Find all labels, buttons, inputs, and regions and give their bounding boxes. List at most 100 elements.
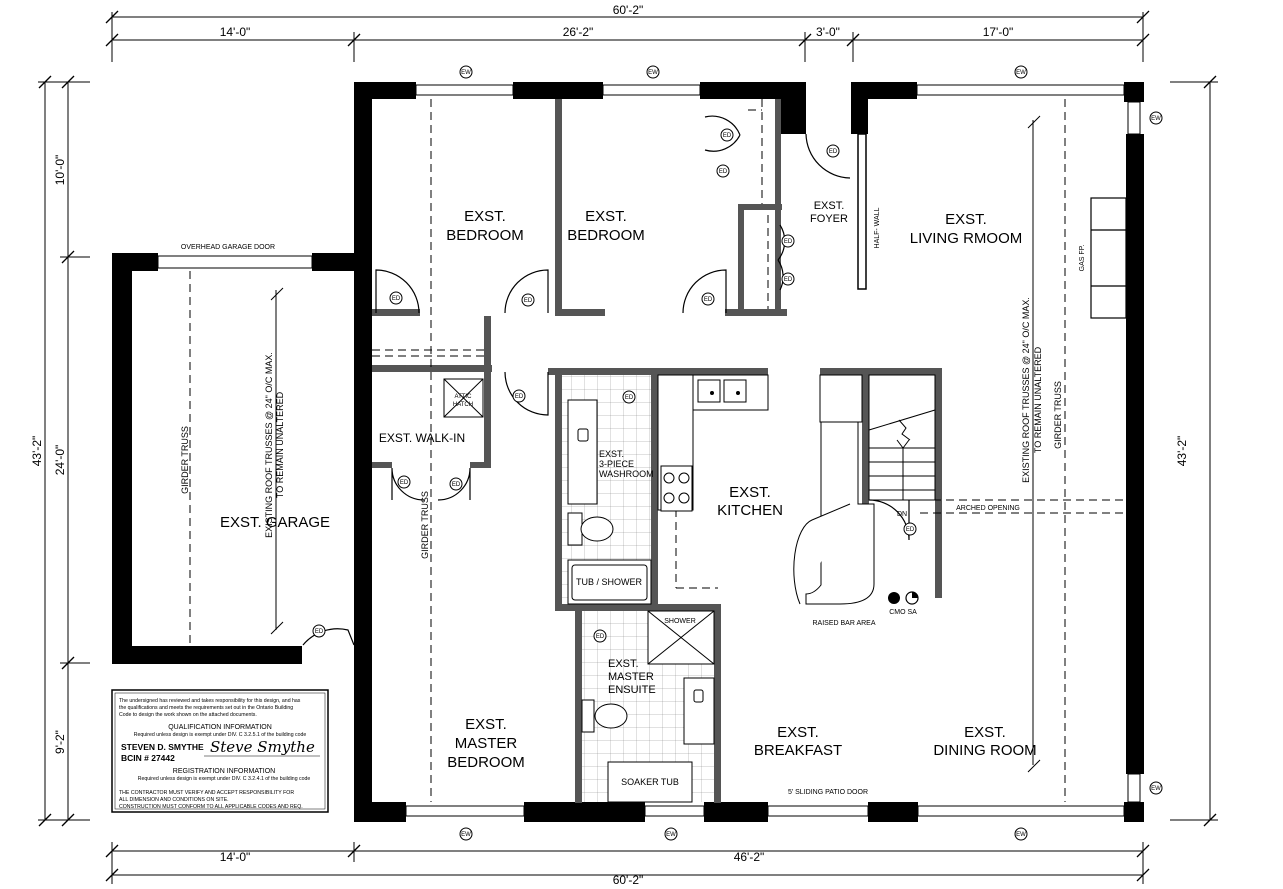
truss-lines [270, 115, 1041, 773]
card-intro-1: The undersigned has reviewed and takes r… [119, 698, 301, 704]
ew-tag-8: EW [1016, 832, 1026, 838]
arched-opening-label: ARCHED OPENING [956, 505, 1020, 512]
ed-tag-9: ED [515, 394, 524, 400]
breakfast-line1: EXST. [777, 724, 819, 741]
ed-tag-11: ED [452, 482, 461, 488]
dimension-ticks [38, 10, 1217, 882]
ed-tag-12: ED [625, 395, 634, 401]
card-reg-text: Required unless design is exempt under D… [138, 776, 311, 782]
ed-tag-7: ED [784, 277, 793, 283]
smoke-detectors [888, 591, 919, 605]
ed-tag-text: ED ED ED ED ED ED ED ED ED ED ED ED ED E… [315, 133, 915, 640]
ew-tag-7: EW [666, 832, 676, 838]
dn-label: DN [897, 511, 907, 518]
garage-label: EXST. GARAGE [220, 514, 330, 531]
card-name: STEVEN D. SMYTHE [121, 742, 204, 752]
hall-girder-label: GIRDER TRUSS [420, 491, 430, 559]
ed-tag-4: ED [723, 133, 732, 139]
annotation-labels: OVERHEAD GARAGE DOOR GIRDER TRUSS EXISTI… [180, 207, 1086, 796]
gas-fp-label: GAS FP. [1079, 245, 1086, 272]
foyer-line1: EXST. [814, 200, 845, 212]
kitchen-line2: KITCHEN [717, 502, 783, 519]
card-signature: Steve Smythe [210, 738, 315, 756]
garage-truss-line2: TO REMAIN UNALTERED [275, 391, 285, 498]
card-qual-text: Required unless design is exempt under D… [134, 732, 307, 738]
breakfast-line2: BREAKFAST [754, 742, 842, 759]
washroom-fixtures [567, 399, 715, 803]
overhead-door-label: OVERHEAD GARAGE DOOR [181, 244, 275, 251]
card-footer-2: ALL DIMENSION AND CONDITIONS ON SITE. [119, 797, 229, 803]
dimension-lines [38, 12, 1218, 884]
dim-left-total: 43'-2" [30, 436, 44, 467]
dining-line2: DINING ROOM [933, 742, 1036, 759]
attic-hatch [443, 378, 484, 418]
dim-top-total: 60'-2" [613, 3, 644, 17]
living-line2: LIVING RMOOM [910, 230, 1023, 247]
ensuite-line2: MASTER [608, 671, 654, 683]
shower-label: SHOWER [664, 618, 696, 625]
half-wall-label: HALF- WALL [874, 207, 881, 248]
dim-bottom-total: 60'-2" [613, 873, 644, 887]
ew-tag-text: EW EW EW EW EW EW EW EW [461, 70, 1161, 838]
kitchen-fixtures [657, 374, 875, 605]
ed-tag-8: ED [829, 149, 838, 155]
card-qual-title: QUALIFICATION INFORMATION [168, 724, 272, 731]
living-girder-label: GIRDER TRUSS [1053, 381, 1063, 449]
washroom-line1: EXST. [599, 449, 624, 459]
ew-tag-2: EW [648, 70, 658, 76]
ed-tag-1: ED [392, 296, 401, 302]
living-line1: EXST. [945, 211, 987, 228]
ed-tag-14: ED [906, 527, 915, 533]
dim-top-seg4: 17'-0" [983, 25, 1014, 39]
dim-bottom-seg1: 14'-0" [220, 850, 251, 864]
ew-tag-5: EW [1151, 786, 1161, 792]
ed-tag-15: ED [315, 629, 324, 635]
card-bcin: BCIN # 27442 [121, 753, 175, 763]
bedroom1-line2: BEDROOM [446, 227, 524, 244]
foyer-line2: FOYER [810, 213, 848, 225]
raised-bar-label: RAISED BAR AREA [812, 620, 875, 627]
dim-top-seg3: 3'-0" [816, 25, 840, 39]
ed-tag-5: ED [719, 169, 728, 175]
dim-left-seg2: 24'-0" [53, 445, 67, 476]
living-truss-line2: TO REMAIN UNALTERED [1033, 346, 1043, 453]
fireplace [1090, 197, 1127, 319]
exterior-walls [112, 82, 1144, 822]
master-line3: BEDROOM [447, 754, 525, 771]
living-truss-line1: EXISTING ROOF TRUSSES @ 24" O/C MAX. [1021, 297, 1031, 483]
card-intro-2: the qualifications and meets the require… [119, 705, 293, 711]
dim-top-seg1: 14'-0" [220, 25, 251, 39]
dining-line1: EXST. [964, 724, 1006, 741]
bedroom2-line2: BEDROOM [567, 227, 645, 244]
garage-girder-label: GIRDER TRUSS [180, 426, 190, 494]
dim-right-total: 43'-2" [1175, 436, 1189, 467]
ed-tag-3: ED [704, 297, 713, 303]
designer-card: The undersigned has reviewed and takes r… [111, 689, 329, 813]
ew-tag-3: EW [1016, 70, 1026, 76]
room-labels: EXST. BEDROOM EXST. BEDROOM EXST. FOYER … [220, 200, 1037, 771]
stairs [868, 374, 936, 501]
cmo-sa-label: CMO SA [889, 609, 917, 616]
patio-door-label: 5' SLIDING PATIO DOOR [788, 789, 868, 796]
bedroom1-line1: EXST. [464, 208, 506, 225]
bedroom2-line1: EXST. [585, 208, 627, 225]
ew-tags [459, 65, 1163, 841]
kitchen-line1: EXST. [729, 484, 771, 501]
ed-tags [312, 128, 917, 643]
ew-tag-6: EW [461, 832, 471, 838]
dim-top-seg2: 26'-2" [563, 25, 594, 39]
card-reg-title: REGISTRATION INFORMATION [173, 768, 275, 775]
card-footer-1: THE CONTRACTOR MUST VERIFY AND ACCEPT RE… [119, 790, 294, 796]
dim-bottom-seg2: 46'-2" [734, 850, 765, 864]
ensuite-line3: ENSUITE [608, 684, 656, 696]
ed-tag-10: ED [400, 480, 409, 486]
attic-hatch-line1: ATTIC [455, 394, 473, 400]
window-openings [157, 84, 1141, 817]
dim-left-seg3: 9'-2" [53, 730, 67, 754]
ed-tag-13: ED [596, 634, 605, 640]
master-line2: MASTER [455, 735, 518, 752]
ed-tag-6: ED [784, 239, 793, 245]
walkin-label: EXST. WALK-IN [379, 431, 465, 445]
washroom-line3: WASHROOM [599, 469, 654, 479]
